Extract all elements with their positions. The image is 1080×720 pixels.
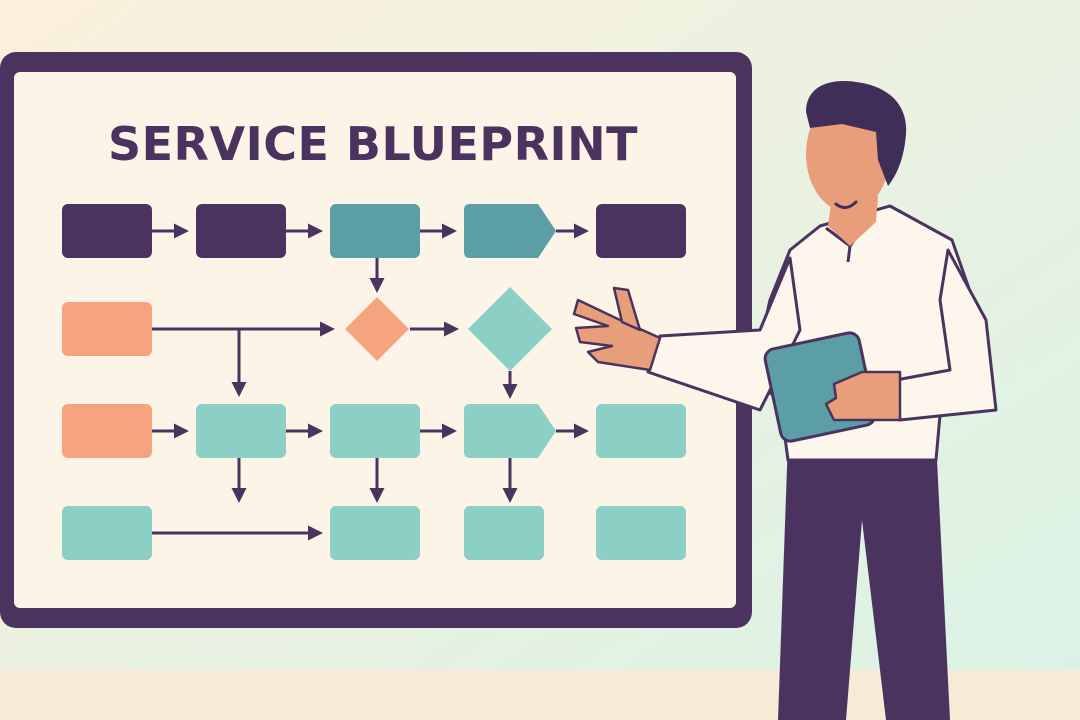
flow-node-r1c5 <box>596 204 686 258</box>
board-title: SERVICE BLUEPRINT <box>108 117 638 171</box>
flow-node-r4c1 <box>62 506 152 560</box>
flow-node-r4c4 <box>464 506 544 560</box>
flow-node-r1c1 <box>62 204 152 258</box>
flow-nodes <box>62 204 686 560</box>
flow-node-r4c5 <box>596 506 686 560</box>
flow-node-r3c5 <box>596 404 686 458</box>
flow-node-r1c2 <box>196 204 286 258</box>
flow-node-r1c3 <box>330 204 420 258</box>
flow-node-r4c3 <box>330 506 420 560</box>
presenter-holding-hand <box>824 370 902 422</box>
flow-node-r3c4 <box>464 404 556 458</box>
flow-node-r3c2 <box>196 404 286 458</box>
presenter-figure <box>572 81 998 720</box>
presenter-trousers <box>778 440 950 720</box>
flow-node-r3c3 <box>330 404 420 458</box>
presenter-left-sleeve <box>646 256 802 412</box>
flow-node-r1c4 <box>464 204 556 258</box>
presenter-thumb <box>612 286 642 332</box>
presenter-hair <box>806 81 907 186</box>
flow-node-r3c1 <box>62 404 152 458</box>
flow-node-r2d1 <box>345 297 409 361</box>
flow-node-r2d2 <box>468 287 552 371</box>
flow-connectors <box>152 223 589 541</box>
flow-node-r2c1 <box>62 302 152 356</box>
presenter-pointing-hand <box>572 298 662 372</box>
presenter-smile <box>834 200 858 209</box>
